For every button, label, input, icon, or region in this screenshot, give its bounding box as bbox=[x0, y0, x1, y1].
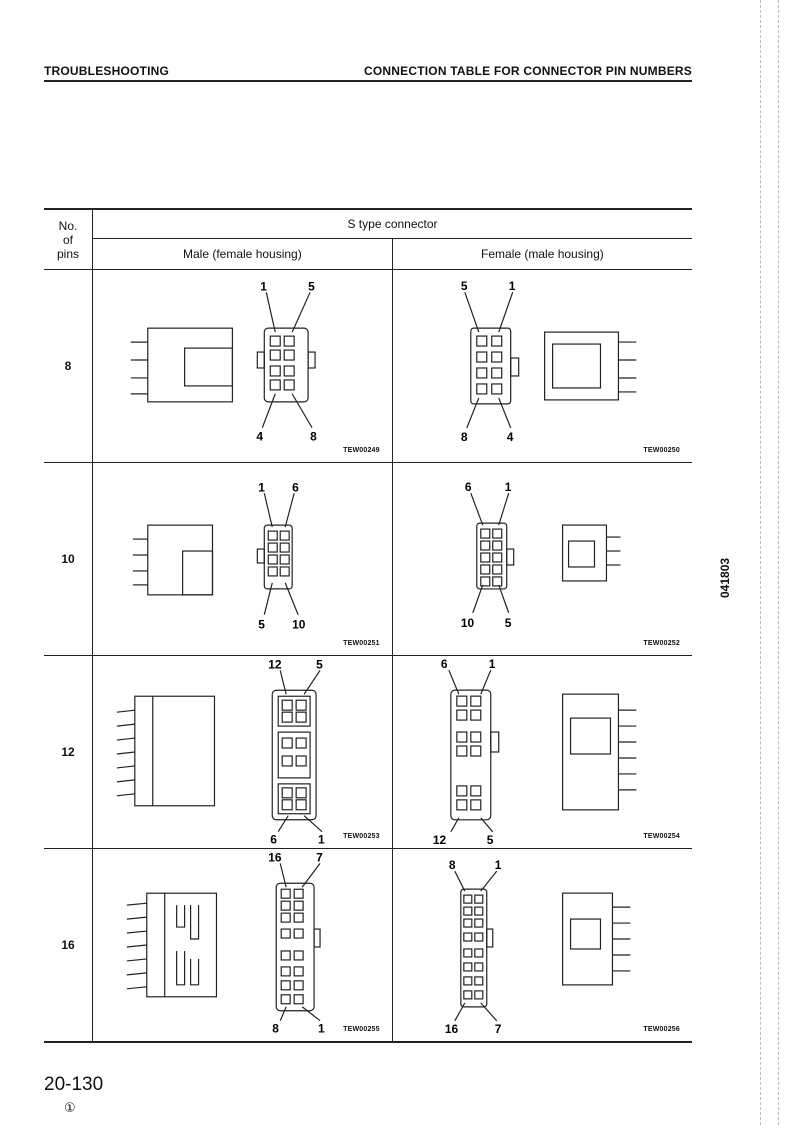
drawing-code: TEW00250 bbox=[643, 447, 680, 454]
pin-label-2: 1 bbox=[489, 657, 496, 671]
pin-label-1: 16 bbox=[268, 850, 282, 864]
pin-count: 10 bbox=[44, 462, 93, 656]
male-drawing-cell: 16 7 8 1 TEW00255 bbox=[92, 848, 393, 1043]
pin-label-1: 12 bbox=[268, 657, 282, 671]
pin-count: 16 bbox=[44, 848, 93, 1043]
pin-label-3: 5 bbox=[258, 618, 265, 632]
scan-edge-line bbox=[778, 0, 779, 1125]
female-16-connector-drawing: 8 1 16 7 bbox=[445, 858, 631, 1036]
pin-label-4: 5 bbox=[504, 616, 511, 630]
male-10-connector-drawing: 1 6 5 10 bbox=[132, 480, 306, 632]
pin-label-3: 4 bbox=[256, 430, 263, 444]
table-row: 8 bbox=[44, 269, 692, 463]
pin-count: 12 bbox=[44, 655, 93, 849]
pin-label-4: 8 bbox=[310, 430, 317, 444]
header-section-title: TROUBLESHOOTING bbox=[44, 64, 169, 78]
pin-label-2: 6 bbox=[292, 480, 299, 494]
table-row: 10 bbox=[44, 462, 692, 656]
drawing-code: TEW00256 bbox=[643, 1026, 680, 1033]
col-no-of-pins: No. of pins bbox=[44, 208, 93, 270]
drawing-code: TEW00252 bbox=[643, 640, 680, 647]
scan-edge-line bbox=[760, 0, 761, 1125]
pin-label-2: 1 bbox=[494, 858, 501, 872]
pin-label-2: 7 bbox=[316, 850, 323, 864]
pin-label-4: 1 bbox=[318, 1022, 325, 1036]
drawing-code: TEW00254 bbox=[643, 833, 680, 840]
pin-label-2: 1 bbox=[504, 480, 511, 494]
header-rule bbox=[44, 80, 692, 82]
female-drawing-cell: 8 1 16 7 TEW00256 bbox=[391, 848, 692, 1043]
male-drawing-cell: 1 5 4 8 TEW00249 bbox=[92, 269, 393, 463]
pin-label-3: 12 bbox=[433, 833, 447, 847]
male-drawing-cell: 1 6 5 10 TEW00251 bbox=[92, 462, 393, 656]
male-8-connector-drawing: 1 5 4 8 bbox=[130, 279, 317, 444]
pin-label-3: 16 bbox=[445, 1022, 459, 1036]
col-no-line2: of bbox=[62, 232, 73, 247]
connector-table: No. of pins S type connector Male (femal… bbox=[44, 208, 692, 1043]
pin-label-1: 1 bbox=[258, 480, 265, 494]
group-header: S type connector bbox=[92, 208, 692, 239]
pin-label-4: 1 bbox=[318, 833, 325, 847]
female-drawing-cell: 6 1 12 5 TEW00254 bbox=[391, 655, 692, 849]
page-number: 20-130 bbox=[44, 1074, 104, 1095]
female-drawing-cell: 6 1 10 5 TEW00252 bbox=[391, 462, 692, 656]
pin-label-3: 8 bbox=[272, 1022, 279, 1036]
header-page-title: CONNECTION TABLE FOR CONNECTOR PIN NUMBE… bbox=[364, 64, 692, 78]
male-drawing-cell: 12 5 6 1 TEW00253 bbox=[92, 655, 393, 849]
pin-label-3: 8 bbox=[461, 430, 468, 444]
pin-label-1: 1 bbox=[260, 279, 267, 293]
pin-label-2: 5 bbox=[308, 279, 315, 293]
male-header: Male (female housing) bbox=[92, 238, 393, 270]
male-12-connector-drawing: 12 5 6 1 bbox=[116, 657, 325, 847]
male-16-connector-drawing: 16 7 8 1 bbox=[126, 850, 325, 1036]
female-8-connector-drawing: 5 1 8 4 bbox=[461, 279, 637, 444]
revision-mark: ① bbox=[64, 1100, 76, 1115]
drawing-code: TEW00255 bbox=[343, 1026, 380, 1033]
pin-label-4: 4 bbox=[506, 430, 513, 444]
col-no-line3: pins bbox=[56, 246, 79, 261]
drawing-code: TEW00249 bbox=[343, 447, 380, 454]
female-10-connector-drawing: 6 1 10 5 bbox=[461, 480, 621, 630]
drawing-code: TEW00251 bbox=[343, 640, 380, 647]
female-header: Female (male housing) bbox=[391, 238, 692, 270]
pin-count: 8 bbox=[44, 269, 93, 463]
pin-label-3: 6 bbox=[270, 833, 277, 847]
pin-label-3: 10 bbox=[461, 616, 475, 630]
pin-label-1: 5 bbox=[461, 279, 468, 293]
pin-label-1: 8 bbox=[449, 858, 456, 872]
female-12-connector-drawing: 6 1 12 5 bbox=[433, 657, 637, 847]
pin-label-2: 1 bbox=[508, 279, 515, 293]
pin-label-4: 7 bbox=[494, 1022, 501, 1036]
col-no-line1: No. bbox=[58, 218, 78, 233]
side-document-code: 041803 bbox=[718, 557, 732, 599]
pin-label-4: 10 bbox=[292, 618, 306, 632]
drawing-code: TEW00253 bbox=[343, 833, 380, 840]
pin-label-2: 5 bbox=[316, 657, 323, 671]
pin-label-1: 6 bbox=[465, 480, 472, 494]
female-drawing-cell: 5 1 8 4 TEW00250 bbox=[391, 269, 692, 463]
table-row: 16 bbox=[44, 848, 692, 1043]
table-row: 12 bbox=[44, 655, 692, 849]
pin-label-4: 5 bbox=[487, 833, 494, 847]
pin-label-1: 6 bbox=[441, 657, 448, 671]
